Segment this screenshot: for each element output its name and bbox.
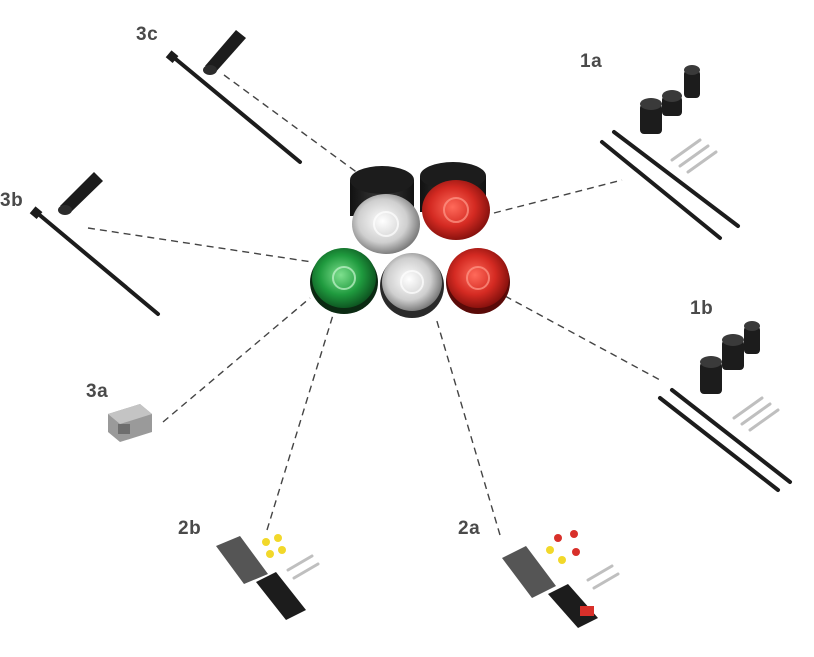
callout-2a: 2a: [458, 518, 481, 539]
callout-3a: 3a: [86, 381, 109, 402]
part-3a-clip: [108, 404, 152, 442]
red-lamp-rear: [420, 162, 490, 240]
leader-3a: [162, 297, 311, 423]
lamps-group: [310, 162, 510, 318]
part-1b-connector-kit: [658, 321, 792, 492]
clear-lamp-rear: [350, 166, 420, 254]
leader-1b: [504, 295, 661, 381]
leader-1a: [493, 179, 623, 214]
leader-lines: [87, 74, 661, 536]
leader-2a: [435, 317, 501, 536]
leader-3b: [87, 227, 313, 263]
callout-1a: 1a: [580, 51, 603, 72]
part-1a-connector-kit: [600, 65, 740, 240]
callout-1b: 1b: [690, 298, 714, 319]
part-2b-connector-set: [216, 534, 320, 620]
part-3b-cable-tie-grommet: [29, 172, 160, 316]
callout-2b: 2b: [178, 518, 202, 539]
callout-3c: 3c: [136, 24, 159, 45]
red-lamp-front: [446, 248, 510, 314]
callout-3b: 3b: [0, 190, 24, 211]
clear-lamp-front: [380, 253, 444, 318]
leader-3c: [223, 74, 371, 183]
leader-2b: [266, 314, 334, 531]
part-2a-connector-set: [502, 530, 620, 628]
part-3c-cable-tie-grommet: [165, 30, 302, 164]
green-lamp: [310, 248, 378, 314]
